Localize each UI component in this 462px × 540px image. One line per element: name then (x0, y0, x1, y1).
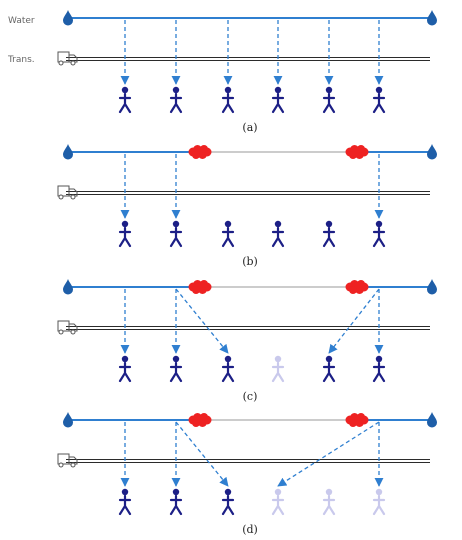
panel-caption: (d) (242, 523, 258, 536)
person-icon (322, 488, 336, 516)
person-icon (372, 488, 386, 516)
panel: (a) (57, 10, 437, 134)
truck-icon (57, 453, 78, 468)
person-icon (221, 220, 235, 248)
truck-icon (57, 320, 78, 335)
damage-marker-icon (345, 280, 369, 294)
person-icon (322, 355, 336, 383)
panel: (d) (57, 412, 437, 536)
person-icon (118, 355, 132, 383)
person-icon (221, 488, 235, 516)
person-icon (118, 86, 132, 114)
water-drop-icon (427, 279, 437, 295)
water-drop-icon (427, 144, 437, 160)
person-icon (118, 488, 132, 516)
person-icon (322, 220, 336, 248)
panels: (a) (b) (c) (d) (57, 10, 437, 536)
truck-icon (57, 185, 78, 200)
water-drop-icon (63, 144, 73, 160)
person-icon (372, 86, 386, 114)
person-icon (169, 488, 183, 516)
person-icon (169, 355, 183, 383)
person-icon (271, 86, 285, 114)
person-icon (322, 86, 336, 114)
supply-arrow (277, 421, 380, 487)
water-drop-icon (63, 412, 73, 428)
truck-icon (57, 51, 78, 66)
person-icon (221, 355, 235, 383)
person-icon (169, 86, 183, 114)
panel-caption: (a) (242, 121, 257, 134)
water-drop-icon (63, 10, 73, 26)
damage-marker-icon (345, 145, 369, 159)
person-icon (271, 488, 285, 516)
panel-caption: (c) (243, 390, 258, 403)
damage-marker-icon (345, 413, 369, 427)
person-icon (271, 220, 285, 248)
person-icon (372, 355, 386, 383)
transport-label: Trans. (7, 55, 35, 65)
panel-caption: (b) (242, 255, 258, 268)
supply-arrow (175, 421, 229, 487)
panel: (b) (57, 144, 437, 268)
water-drop-icon (427, 412, 437, 428)
water-drop-icon (427, 10, 437, 26)
supply-arrow (328, 288, 380, 354)
damage-marker-icon (188, 280, 212, 294)
person-icon (118, 220, 132, 248)
water-drop-icon (63, 279, 73, 295)
damage-marker-icon (188, 413, 212, 427)
panel: (c) (57, 279, 437, 403)
person-icon (372, 220, 386, 248)
damage-marker-icon (188, 145, 212, 159)
supply-arrow (175, 288, 229, 354)
person-icon (221, 86, 235, 114)
water-label: Water (8, 16, 35, 26)
person-icon (271, 355, 285, 383)
person-icon (169, 220, 183, 248)
